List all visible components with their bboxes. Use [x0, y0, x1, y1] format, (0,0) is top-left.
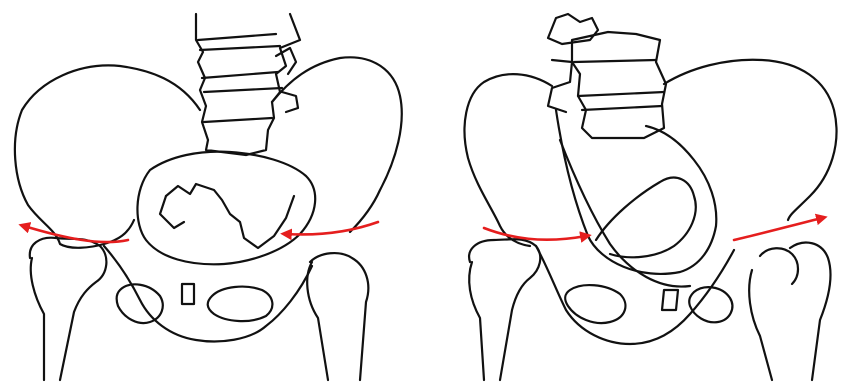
right-femur-left	[469, 239, 540, 380]
right-disc-line-3	[582, 106, 662, 110]
right-greater-trochanter	[760, 248, 798, 284]
left-transverse-process	[276, 48, 296, 74]
left-disc-line-4	[204, 88, 282, 92]
left-femur-right-shaft	[307, 262, 328, 380]
right-rotation-arrow-right	[734, 218, 822, 240]
right-ilium-left-wing	[465, 74, 552, 246]
left-pelvis-panel	[15, 14, 402, 380]
left-obturator-foramen-right	[208, 287, 273, 321]
right-pelvis-panel	[465, 14, 837, 380]
left-obturator-foramen-left	[117, 284, 163, 323]
left-pubic-ring	[104, 246, 312, 341]
left-lumbar-spine	[196, 14, 300, 155]
right-disc-line-1	[574, 60, 656, 62]
left-sacral-ala	[160, 196, 184, 228]
right-femur-right	[790, 243, 830, 380]
left-disc-line-3	[202, 72, 278, 78]
left-femur-left-shaft	[31, 258, 44, 380]
right-ilium-right-wing	[664, 60, 837, 220]
left-disc-line-5	[204, 118, 272, 122]
right-disc-line-2	[578, 92, 664, 96]
right-rotation-arrow-left	[484, 228, 586, 240]
left-femur-right	[310, 253, 368, 380]
left-sacrum-outline	[166, 184, 294, 248]
left-pubic-symphysis	[182, 284, 194, 304]
right-lumbar-spine	[548, 14, 666, 138]
right-obturator-foramen-right	[689, 287, 732, 322]
right-femur-left-shaft	[469, 262, 484, 380]
right-pubic-symphysis	[662, 290, 678, 310]
left-facet	[282, 92, 298, 112]
left-ilium-left-wing	[15, 65, 200, 247]
right-femur-right-shaft	[749, 270, 772, 380]
left-disc-line-2	[200, 46, 280, 50]
right-obturator-foramen-left	[565, 285, 625, 323]
right-vertebral-body	[572, 32, 666, 138]
left-disc-line-1	[198, 34, 276, 40]
